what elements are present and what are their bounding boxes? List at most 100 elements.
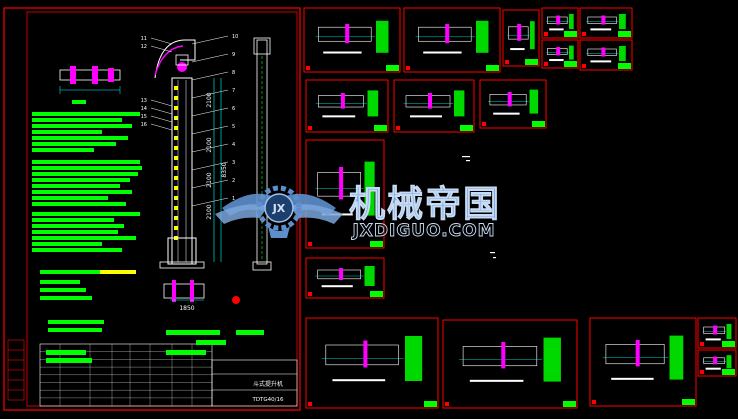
note-line (72, 100, 86, 104)
logo-badge-text: JX (272, 202, 286, 215)
bucket-marker (174, 166, 178, 170)
bom-fill (166, 330, 206, 335)
leader-line (150, 45, 173, 53)
bill-of-materials (39, 330, 264, 407)
watermark-en: JXDIGUO.COM (351, 221, 495, 241)
detail-sheets (303, 7, 737, 409)
detail-sheet (502, 9, 540, 67)
leader-line (191, 71, 229, 81)
part-number-right: 7 (232, 88, 235, 94)
watermark-cn: 机械帝国 (349, 184, 501, 225)
detail-sheet (697, 349, 737, 377)
leader-line (150, 107, 173, 115)
part-number-right: 10 (232, 34, 238, 40)
part-number-left: 14 (141, 106, 147, 112)
note-line (40, 280, 80, 284)
note-line (40, 288, 86, 292)
bom-fill (196, 340, 226, 345)
elevator-side-view (252, 37, 272, 271)
bucket-marker (174, 196, 178, 200)
part-number-right: 6 (232, 106, 235, 112)
elevator-front-view (154, 39, 240, 304)
vertical-dimension-chain: 2100 2100 2100 2100 8350 1850 (170, 78, 228, 312)
bom-fill (46, 350, 86, 355)
note-line (32, 242, 102, 246)
leader-line (150, 115, 173, 123)
chain-section-detail (59, 66, 121, 94)
dim-2: 2100 (206, 137, 213, 152)
dim-3: 2100 (206, 172, 213, 187)
bucket-marker (174, 226, 178, 230)
note-line (32, 118, 122, 122)
note-line (32, 172, 138, 176)
bucket-marker (174, 186, 178, 190)
leader-line (191, 179, 229, 189)
note-line (40, 296, 92, 300)
detail-sheet (697, 317, 737, 349)
bucket-marker (174, 206, 178, 210)
detail-sheet (579, 7, 633, 39)
leader-line (191, 35, 229, 45)
leader-line (150, 123, 173, 131)
part-number-right: 2 (232, 178, 235, 184)
note-line (32, 136, 128, 140)
note-line (32, 202, 126, 206)
detail-sheet (403, 7, 501, 73)
technical-notes-block (32, 100, 142, 332)
bucket-marker (174, 216, 178, 220)
note-line (32, 248, 122, 252)
part-number-left: 16 (141, 122, 147, 128)
bom-fill (236, 330, 264, 335)
note-line (32, 236, 136, 240)
leader-line (191, 125, 229, 135)
winged-gear-icon: JX (215, 185, 343, 238)
detail-sheet (442, 319, 578, 409)
bucket-marker (174, 146, 178, 150)
detail-sheet (393, 79, 475, 133)
note-line (32, 212, 140, 216)
part-number-left: 15 (141, 114, 147, 120)
bom-fill (46, 358, 92, 363)
cad-specks (462, 156, 496, 259)
note-line (48, 320, 104, 324)
bom-fill (196, 330, 220, 335)
note-line (32, 184, 120, 188)
jxdiguo-watermark: JX 机械帝国 JXDIGUO.COM (215, 184, 501, 241)
drawing-code: TDTG40/16 (251, 397, 284, 403)
part-number-right: 8 (232, 70, 235, 76)
note-line (32, 218, 114, 222)
dim-total: 8350 (221, 162, 228, 177)
note-line (32, 142, 116, 146)
part-number-left: 13 (141, 98, 147, 104)
detail-sheet (305, 317, 439, 409)
leader-line (191, 161, 229, 171)
bucket-marker (174, 96, 178, 100)
leader-line (191, 107, 229, 117)
bom-fill (166, 350, 206, 355)
dim-1: 2100 (206, 92, 213, 107)
part-number-left: 12 (141, 44, 147, 50)
note-line (32, 190, 132, 194)
detail-sheet (305, 257, 385, 299)
bucket-marker (174, 86, 178, 90)
leader-line (191, 89, 229, 99)
leader-line (150, 37, 173, 45)
note-line (32, 124, 132, 128)
bucket-marker (174, 176, 178, 180)
bucket-marker (174, 136, 178, 140)
dim-bottom: 1850 (179, 305, 194, 312)
note-line (32, 160, 140, 164)
leader-line (191, 53, 229, 63)
note-line (32, 196, 108, 200)
part-number-right: 3 (232, 160, 235, 166)
detail-sheet (479, 79, 547, 129)
bucket-marker (174, 106, 178, 110)
dim-4: 2100 (206, 204, 213, 219)
detail-sheet (305, 79, 389, 133)
bucket-marker (174, 126, 178, 130)
note-line (32, 230, 118, 234)
part-number-right: 4 (232, 142, 235, 148)
